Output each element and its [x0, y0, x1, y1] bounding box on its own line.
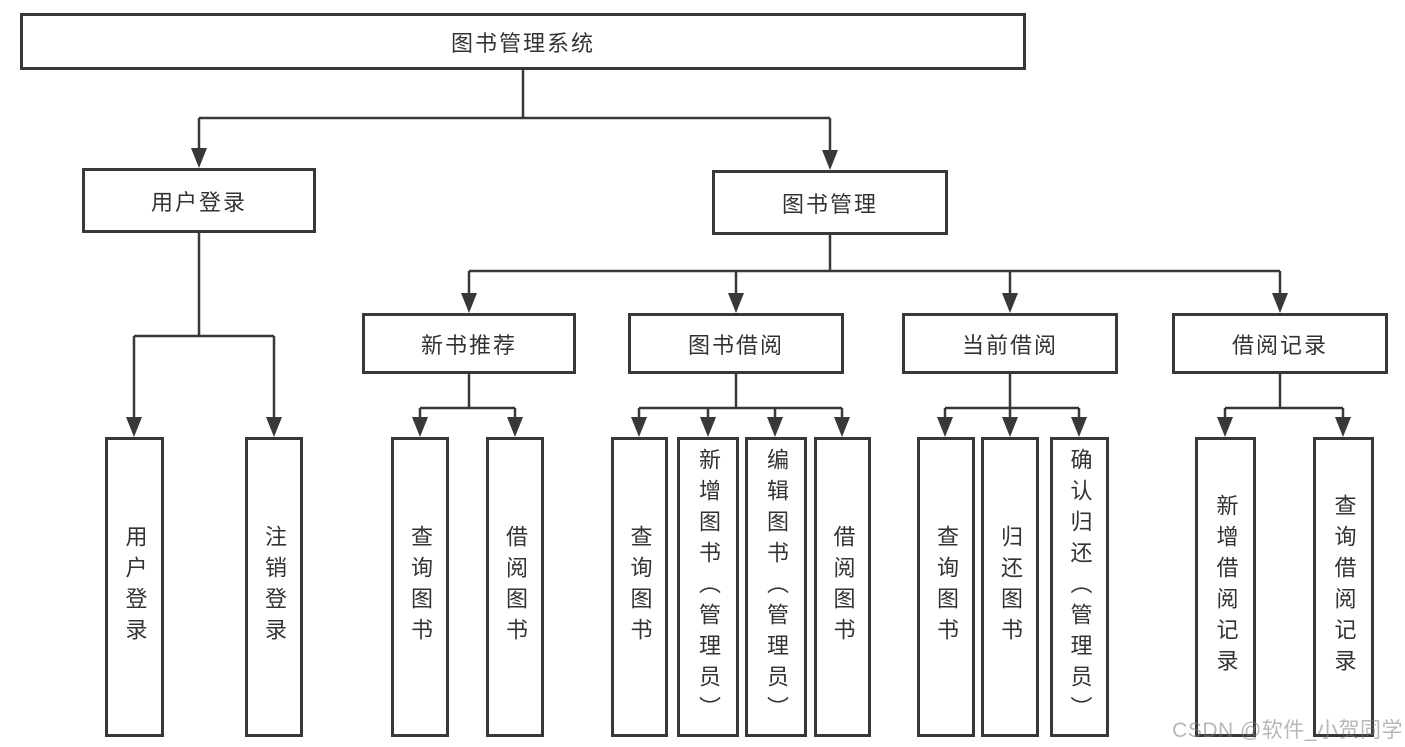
node-book-management: 图书管理 — [712, 170, 948, 235]
leaf-return-book-label: 归还图书 — [998, 525, 1023, 649]
edge-book-management-to-level3 — [461, 235, 1288, 313]
leaf-edit-book-admin: 编辑图书（管理员） — [745, 437, 807, 737]
leaf-logout-label: 注销登录 — [262, 525, 287, 649]
node-current-borrowing-label: 当前借阅 — [961, 332, 1058, 358]
edge-user-login-to-leaves — [126, 233, 282, 437]
leaf-return-book: 归还图书 — [981, 437, 1039, 737]
node-book-borrowing: 图书借阅 — [628, 313, 844, 374]
edge-book-borrowing-to-leaves — [631, 373, 850, 437]
leaf-add-borrow-record: 新增借阅记录 — [1195, 437, 1256, 737]
leaf-borrow-book-borrowing-label: 借阅图书 — [830, 525, 856, 649]
node-new-book-recommend-label: 新书推荐 — [420, 332, 517, 358]
edge-new-book-recommend-to-leaves — [412, 373, 523, 437]
node-borrowing-records-label: 借阅记录 — [1231, 332, 1328, 358]
leaf-edit-book-admin-label: 编辑图书（管理员） — [764, 447, 789, 727]
node-current-borrowing: 当前借阅 — [902, 313, 1118, 374]
node-new-book-recommend: 新书推荐 — [362, 313, 576, 374]
node-root-label: 图书管理系统 — [450, 30, 595, 56]
leaf-user-login-label: 用户登录 — [122, 525, 148, 649]
leaf-query-borrow-record: 查询借阅记录 — [1313, 437, 1374, 737]
leaf-query-borrow-record-label: 查询借阅记录 — [1331, 494, 1357, 680]
leaf-borrow-book-recommend-label: 借阅图书 — [503, 525, 528, 649]
node-user-login-label: 用户登录 — [150, 189, 247, 215]
leaf-query-book-current: 查询图书 — [917, 437, 975, 737]
edge-current-borrowing-to-leaves — [937, 373, 1087, 437]
leaf-add-borrow-record-label: 新增借阅记录 — [1213, 494, 1239, 680]
leaf-query-book-recommend-label: 查询图书 — [408, 525, 433, 649]
leaf-query-book-recommend: 查询图书 — [391, 437, 449, 737]
leaf-query-book-borrowing: 查询图书 — [611, 437, 668, 737]
node-root: 图书管理系统 — [20, 13, 1026, 70]
leaf-add-book-admin-label: 新增图书（管理员） — [696, 447, 721, 727]
node-book-management-label: 图书管理 — [781, 191, 878, 217]
node-user-login: 用户登录 — [82, 168, 316, 233]
leaf-query-book-borrowing-label: 查询图书 — [627, 525, 653, 649]
node-borrowing-records: 借阅记录 — [1172, 313, 1388, 374]
leaf-borrow-book-borrowing: 借阅图书 — [814, 437, 871, 737]
leaf-confirm-return-admin-label: 确认归还（管理员） — [1067, 447, 1093, 727]
leaf-query-book-current-label: 查询图书 — [934, 525, 959, 649]
leaf-borrow-book-recommend: 借阅图书 — [486, 437, 544, 737]
edge-borrowing-records-to-leaves — [1217, 373, 1351, 437]
edge-root-to-level2 — [191, 69, 838, 170]
leaf-confirm-return-admin: 确认归还（管理员） — [1050, 437, 1109, 737]
csdn-watermark: CSDN @软件_小贺同学 — [1172, 719, 1403, 742]
leaf-add-book-admin: 新增图书（管理员） — [677, 437, 739, 737]
leaf-logout: 注销登录 — [245, 437, 303, 737]
node-book-borrowing-label: 图书借阅 — [687, 332, 784, 358]
leaf-user-login: 用户登录 — [105, 437, 164, 737]
